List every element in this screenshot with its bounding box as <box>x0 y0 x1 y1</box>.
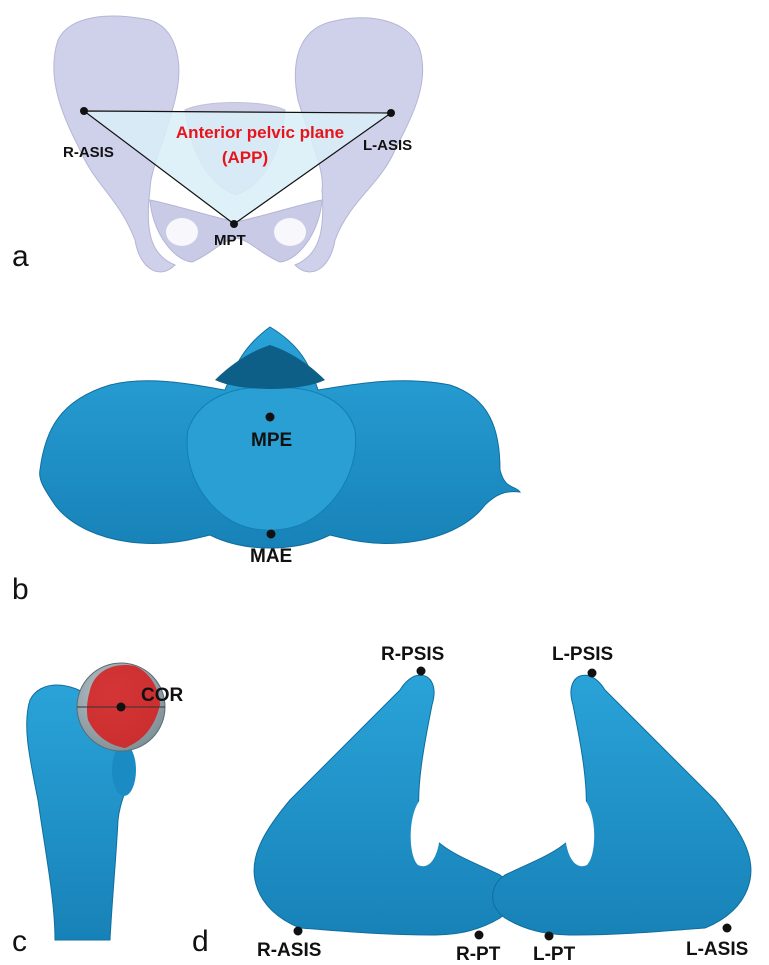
l-asis-label-a: L-ASIS <box>363 137 412 154</box>
cor-point <box>117 703 126 712</box>
l-pt-label: L-PT <box>533 944 576 965</box>
mpe-label: MPE <box>251 430 292 451</box>
r-pt-point <box>475 931 484 940</box>
panel-letter-b: b <box>12 573 29 607</box>
app-title: Anterior pelvic plane <box>176 123 344 142</box>
mpt-point <box>230 220 238 228</box>
l-psis-label: L-PSIS <box>552 644 613 665</box>
l-psis-point <box>588 669 597 678</box>
r-psis-label: R-PSIS <box>381 644 444 665</box>
app-abbrev: (APP) <box>222 148 268 167</box>
r-asis-point-d <box>294 927 303 936</box>
mpe-point <box>266 413 275 422</box>
r-psis-point <box>417 667 426 676</box>
r-asis-label-d: R-ASIS <box>257 940 321 961</box>
panel-d-left-hemipelvis <box>493 675 751 935</box>
l-asis-label-d: L-ASIS <box>686 939 748 960</box>
panel-letter-c: c <box>12 925 27 959</box>
l-pt-point <box>545 932 554 941</box>
panel-letter-a: a <box>12 240 29 274</box>
mae-label: MAE <box>250 546 292 567</box>
panel-letter-d: d <box>192 925 209 959</box>
r-pt-label: R-PT <box>456 944 501 965</box>
mae-point <box>267 530 276 539</box>
r-asis-point-a <box>80 107 88 115</box>
l-asis-point-d <box>723 924 732 933</box>
panel-d-right-hemipelvis <box>254 675 512 935</box>
l-asis-point-a <box>387 109 395 117</box>
cor-label: COR <box>141 685 184 706</box>
mpt-label: MPT <box>214 232 246 249</box>
r-asis-label-a: R-ASIS <box>63 144 114 161</box>
